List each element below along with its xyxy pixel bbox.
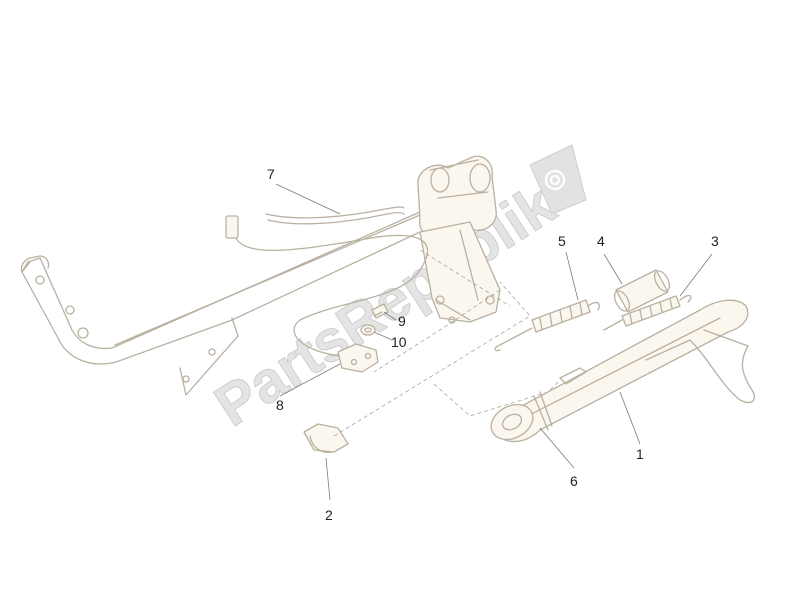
watermark: PartsRepublik: [203, 144, 587, 439]
leader-line-3: [679, 253, 713, 297]
leader-line-7: [275, 183, 341, 215]
part-7-wiring-harness: [225, 206, 429, 357]
part-4-bushing: [613, 269, 671, 313]
callout-9: 9: [398, 313, 406, 329]
leader-line-2: [325, 457, 331, 501]
part-2-pivot-bolt: [303, 423, 349, 454]
leader-lines: [275, 183, 713, 501]
part-9-screw: [371, 303, 389, 319]
main-stand-frame: [20, 155, 501, 396]
leader-line-1: [619, 391, 641, 445]
leader-line-6: [539, 427, 575, 469]
watermark-logo-icon: [529, 144, 587, 215]
alignment-dashed-lines: [333, 249, 561, 437]
leader-line-5: [565, 251, 579, 301]
callout-6: 6: [570, 473, 578, 489]
callout-7: 7: [267, 166, 275, 182]
callout-5: 5: [558, 233, 566, 249]
callout-1: 1: [636, 446, 644, 462]
callout-labels: 1 2 3 4 5 6 7 8 9 10: [267, 166, 719, 523]
leader-line-8: [279, 363, 341, 397]
callout-2: 2: [325, 507, 333, 523]
leader-line-4: [603, 253, 623, 285]
part-5-spring: [494, 299, 600, 352]
part-10-washer: [360, 324, 376, 336]
callout-10: 10: [391, 334, 407, 350]
part-1-side-stand: [490, 299, 755, 443]
part-8-stand-switch: [337, 343, 379, 373]
callout-4: 4: [597, 233, 605, 249]
callout-8: 8: [276, 397, 284, 413]
part-3-spring: [603, 294, 692, 331]
callout-3: 3: [711, 233, 719, 249]
leader-line-9: [383, 311, 397, 321]
leader-line-10: [373, 331, 393, 341]
